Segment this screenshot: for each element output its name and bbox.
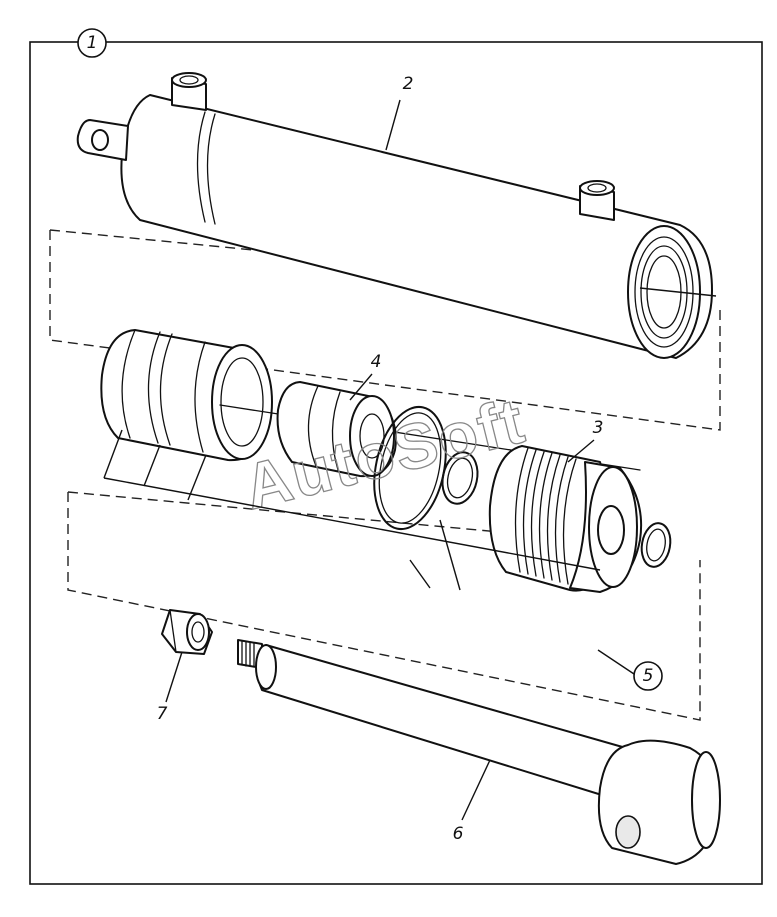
callout-7-label: 7	[157, 704, 168, 724]
callout-4-label: 4	[371, 352, 382, 372]
piston-leaders	[103, 429, 601, 571]
callout-2: 2	[385, 74, 414, 151]
callout-3: 3	[567, 418, 604, 463]
gland-seal	[276, 381, 397, 478]
callout-1: 1	[77, 28, 107, 58]
callout-6: 6	[453, 759, 491, 844]
cylinder-barrel	[76, 72, 717, 359]
diagram-frame	[29, 41, 763, 885]
callout-2-label: 2	[403, 74, 414, 94]
callout-4: 4	[349, 352, 382, 401]
callout-7: 7	[157, 651, 183, 724]
callout-3-label: 3	[593, 418, 604, 438]
piston	[100, 329, 641, 471]
hex-nut	[161, 609, 213, 655]
threaded-end-cap	[488, 445, 643, 593]
end-seal-ring	[640, 522, 672, 568]
piston-rod	[237, 639, 721, 865]
callout-5-label: 5	[643, 666, 654, 686]
callout-6-label: 6	[453, 824, 464, 844]
callout-5: 5	[409, 519, 663, 691]
small-o-ring	[441, 451, 479, 505]
callout-1-label: 1	[87, 33, 98, 53]
